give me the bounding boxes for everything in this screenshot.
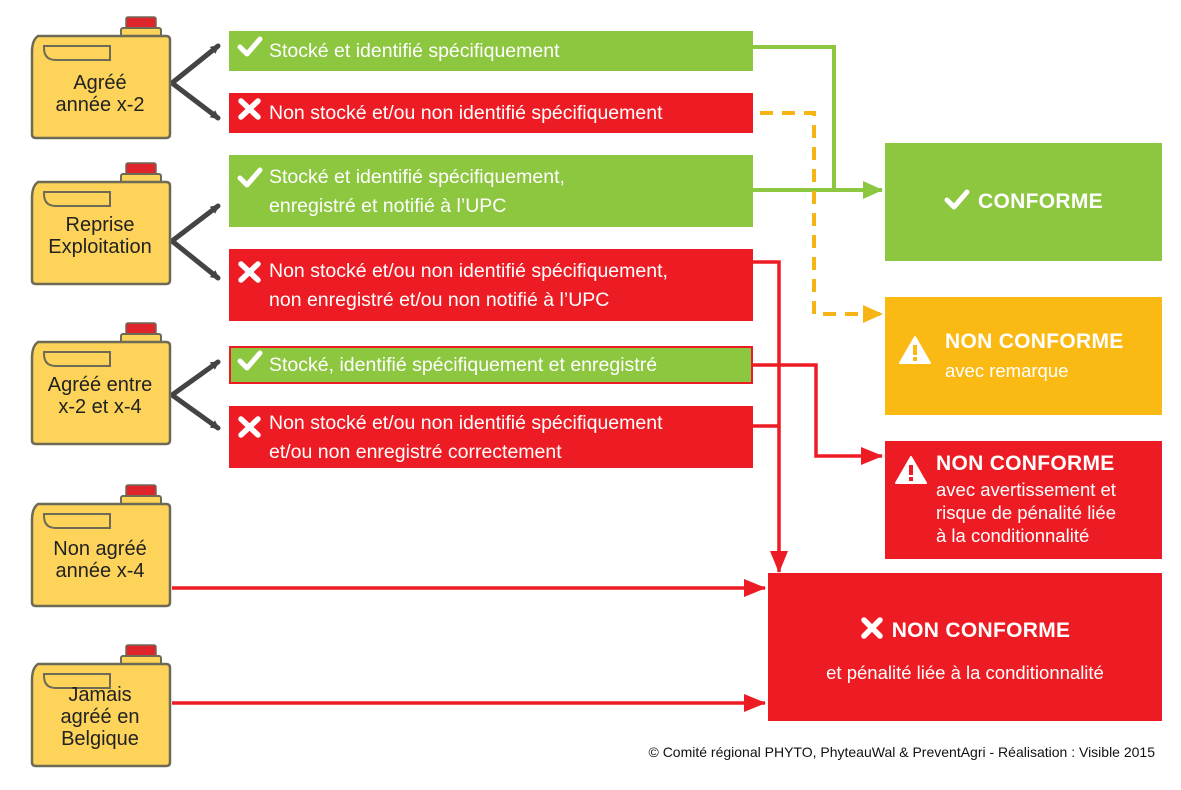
condition-4: Non stocké et/ou non identifié spécifiqu…	[229, 249, 753, 321]
jerrycan-icon	[30, 16, 172, 140]
result-title: CONFORME	[978, 190, 1103, 213]
condition-3: Stocké et identifié spécifiquement, enre…	[229, 155, 753, 227]
result-subtitle: avec remarque	[945, 360, 1069, 381]
result-non-conforme-remarque: NON CONFORME avec remarque	[885, 297, 1162, 415]
branch-arrow-2b	[169, 238, 221, 281]
condition-2: Non stocké et/ou non identifié spécifiqu…	[229, 93, 753, 133]
cross-icon	[237, 257, 269, 321]
condition-5: Stocké, identifié spécifiquement et enre…	[229, 346, 753, 384]
check-icon	[237, 36, 269, 67]
route-c1-conforme	[753, 45, 836, 190]
credit-text: © Comité régional PHYTO, PhyteauWal & Pr…	[648, 744, 1155, 760]
cross-icon	[237, 97, 269, 130]
route-c2-remarque	[760, 111, 883, 323]
cross-icon	[237, 409, 269, 468]
branch-arrow-2a	[169, 203, 221, 244]
jerrycan-icon	[30, 322, 172, 446]
result-conforme: CONFORME	[885, 143, 1162, 261]
branch-arrow-3b	[169, 392, 221, 431]
branch-arrow-1a	[169, 43, 221, 86]
route-c4-penalite	[753, 260, 788, 573]
condition-text: et/ou non enregistré correctement	[269, 441, 562, 463]
green-routes	[753, 45, 883, 199]
branch-arrows	[169, 43, 221, 431]
branch-arrow-1b	[169, 80, 221, 121]
condition-1: Stocké et identifié spécifiquement	[229, 31, 753, 71]
condition-text: Stocké, identifié spécifiquement et enre…	[269, 353, 658, 376]
condition-text: Non stocké et/ou non identifié spécifiqu…	[269, 260, 668, 282]
result-non-conforme-penalite: NON CONFORME et pénalité liée à la condi…	[768, 573, 1162, 721]
condition-text: Non stocké et/ou non identifié spécifiqu…	[269, 101, 663, 124]
result-subtitle: avec avertissement et risque de pénalité…	[936, 479, 1116, 546]
jerrycan-icon	[30, 484, 172, 608]
red-routes	[172, 260, 883, 712]
jerrycan-icon	[30, 162, 172, 286]
warning-icon	[899, 335, 931, 370]
check-icon	[237, 163, 269, 227]
result-subtitle: et pénalité liée à la conditionnalité	[826, 662, 1104, 683]
warning-icon	[895, 455, 927, 490]
result-title: NON CONFORME	[945, 330, 1124, 353]
check-icon	[944, 189, 970, 216]
result-title: NON CONFORME	[936, 452, 1115, 475]
condition-text: Non stocké et/ou non identifié spécifiqu…	[269, 412, 663, 434]
condition-6: Non stocké et/ou non identifié spécifiqu…	[229, 406, 753, 468]
condition-text: non enregistré et/ou non notifié à l’UPC	[269, 289, 610, 311]
result-non-conforme-avertissement: NON CONFORME avec avertissement et risqu…	[885, 441, 1162, 559]
cross-icon	[860, 617, 884, 644]
check-icon	[237, 350, 269, 381]
condition-text: enregistré et notifié à l’UPC	[269, 195, 507, 217]
branch-arrow-3a	[169, 359, 221, 398]
condition-text: Stocké et identifié spécifiquement,	[269, 166, 565, 188]
jerrycan-icon	[30, 644, 172, 768]
route-c5-avertissement	[753, 363, 883, 465]
condition-text: Stocké et identifié spécifiquement	[269, 39, 560, 62]
result-title: NON CONFORME	[891, 618, 1071, 642]
